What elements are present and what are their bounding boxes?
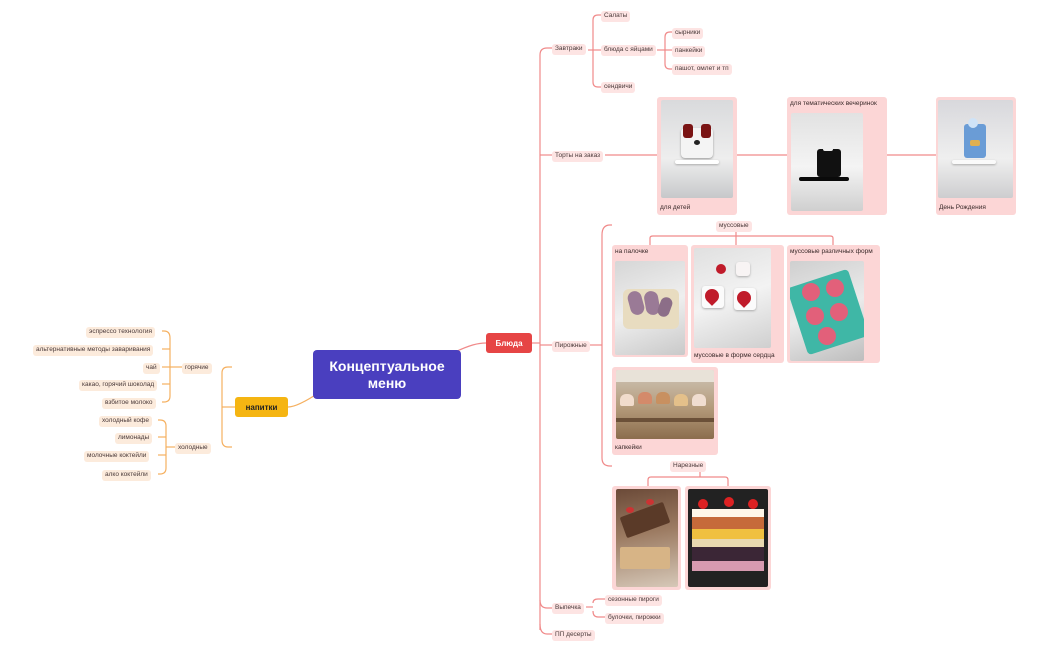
caption-birthday: День Рождения — [939, 204, 986, 211]
sliced-2-photo — [688, 489, 768, 587]
card-kids-cake[interactable]: для детей — [657, 97, 737, 215]
node-pancakes[interactable]: панкейки — [672, 46, 706, 57]
card-shaped-mousse[interactable]: муссовые различных форм — [787, 245, 880, 363]
node-milkshakes[interactable]: молочные коктейли — [84, 451, 150, 462]
node-tea[interactable]: чай — [143, 363, 160, 374]
heart-mousse-photo — [694, 248, 771, 348]
node-baking[interactable]: Выпечка — [552, 603, 584, 614]
node-custom-cakes[interactable]: Торты на заказ — [552, 151, 604, 162]
node-breakfast[interactable]: Завтраки — [552, 44, 586, 55]
node-hot-drinks[interactable]: горячие — [182, 363, 212, 374]
sliced-1-photo — [616, 489, 678, 587]
caption-shapes: муссовые различных форм — [790, 248, 873, 255]
card-birthday-cake[interactable]: День Рождения — [936, 97, 1016, 215]
node-lemonades[interactable]: лимонады — [115, 433, 153, 444]
node-pastries[interactable]: Пирожные — [552, 341, 590, 352]
card-on-stick[interactable]: на палочке — [612, 245, 688, 357]
cupcakes-photo — [616, 370, 714, 439]
node-seasonal-pies[interactable]: сезонные пироги — [605, 595, 662, 606]
node-cold-drinks[interactable]: холодные — [175, 443, 211, 454]
shaped-mousse-photo — [790, 261, 864, 361]
card-themed-cake[interactable]: для тематических вечеринок — [787, 97, 887, 215]
node-omelet[interactable]: пашот, омлет и тп — [672, 64, 732, 75]
node-whipped-milk[interactable]: взбитое молоко — [102, 398, 156, 409]
caption-kids: для детей — [660, 204, 691, 211]
card-heart-mousse[interactable]: муссовые в форме сердца — [691, 245, 784, 363]
node-buns[interactable]: булочки, пирожки — [605, 613, 664, 624]
caption-heart: муссовые в форме сердца — [694, 352, 775, 359]
node-sandwiches[interactable]: сендвичи — [601, 82, 636, 93]
node-pp-desserts[interactable]: ПП десерты — [552, 630, 595, 641]
birthday-cake-photo — [938, 100, 1013, 198]
caption-themed: для тематических вечеринок — [790, 100, 877, 107]
card-sliced-1[interactable] — [612, 486, 681, 590]
on-stick-photo — [615, 261, 685, 355]
root-topic[interactable]: Концептуальное меню — [313, 350, 461, 399]
node-salads[interactable]: Салаты — [601, 11, 631, 22]
topic-drinks[interactable]: напитки — [235, 397, 288, 417]
card-sliced-2[interactable] — [685, 486, 771, 590]
node-cold-coffee[interactable]: холодный кофе — [99, 416, 152, 427]
caption-cupcakes: капкейки — [615, 444, 642, 451]
node-syrniki[interactable]: сырники — [672, 28, 704, 39]
themed-cake-photo — [791, 113, 863, 211]
node-egg-dishes[interactable]: блюда с яйцами — [601, 45, 656, 56]
node-sliced[interactable]: Нарезные — [670, 461, 707, 472]
kids-cake-photo — [661, 100, 733, 198]
topic-dishes[interactable]: Блюда — [486, 333, 532, 353]
card-cupcakes[interactable]: капкейки — [612, 367, 718, 455]
node-mousse[interactable]: муссовые — [716, 221, 752, 232]
node-espresso[interactable]: эспрессо технология — [86, 327, 156, 338]
node-cocoa[interactable]: какао, горячий шоколад — [79, 380, 158, 391]
node-alco-cocktails[interactable]: алко коктейли — [102, 470, 151, 481]
caption-on-stick: на палочке — [615, 248, 649, 255]
node-alt-brewing[interactable]: альтернативные методы заваривания — [33, 345, 154, 356]
